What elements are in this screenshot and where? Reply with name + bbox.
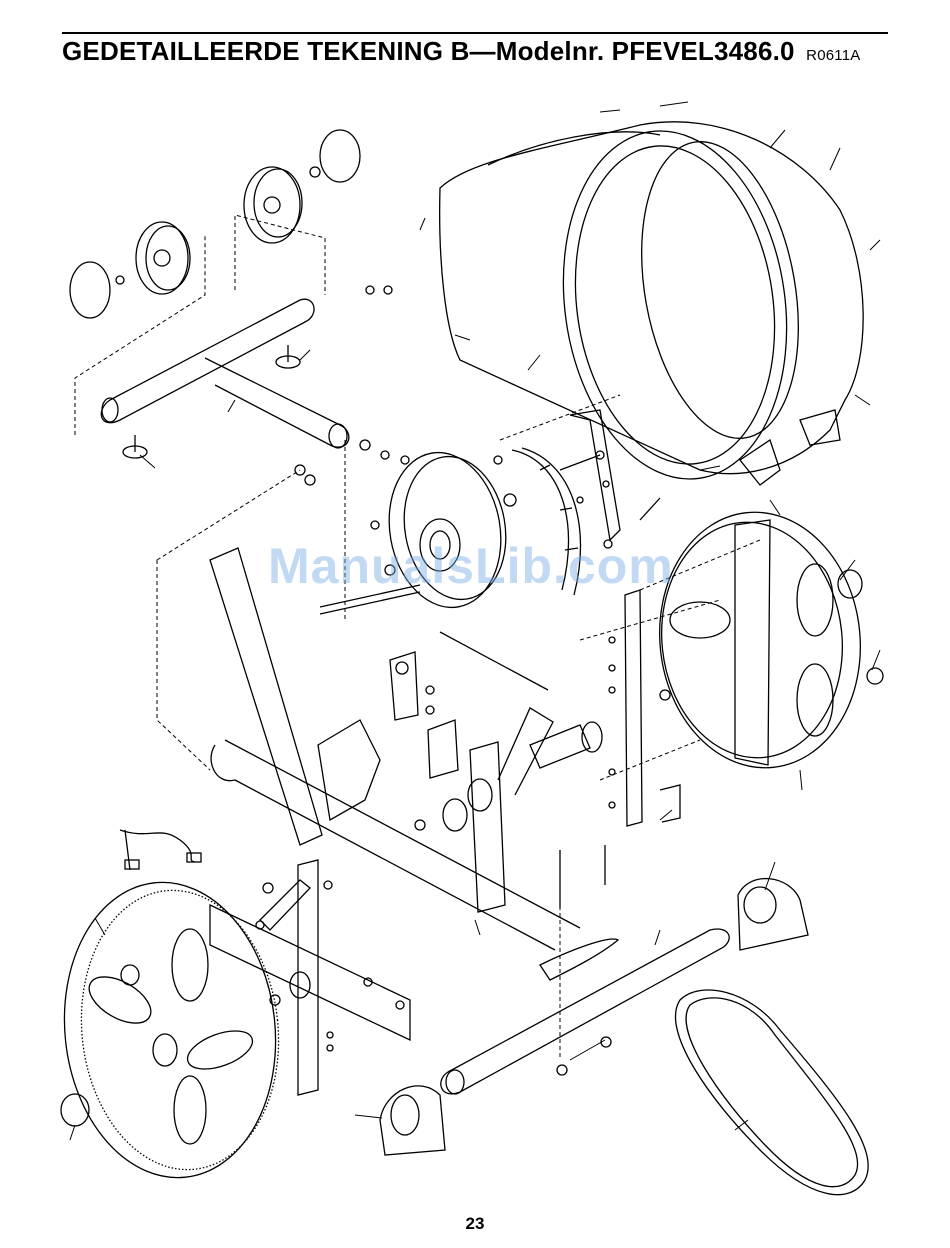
left-bracket-assembly bbox=[210, 860, 410, 1095]
top-left-pulleys bbox=[70, 130, 360, 318]
assembly-dashed-lines bbox=[75, 215, 760, 1060]
large-drive-disc bbox=[647, 502, 883, 778]
main-frame bbox=[210, 548, 580, 950]
tension-bracket bbox=[560, 410, 660, 548]
crank-axle bbox=[443, 722, 602, 831]
watermark: ManualsLib.com bbox=[268, 537, 674, 595]
top-crossbar bbox=[101, 299, 349, 458]
toothed-pulley bbox=[50, 872, 292, 1188]
sensor-block bbox=[428, 720, 458, 778]
resistance-cable bbox=[440, 632, 548, 690]
callout-leader-lines bbox=[70, 102, 880, 1140]
shroud-housing bbox=[440, 116, 864, 493]
page-number: 23 bbox=[0, 1214, 950, 1234]
wire-harness bbox=[120, 830, 201, 870]
drive-belt bbox=[675, 990, 868, 1195]
